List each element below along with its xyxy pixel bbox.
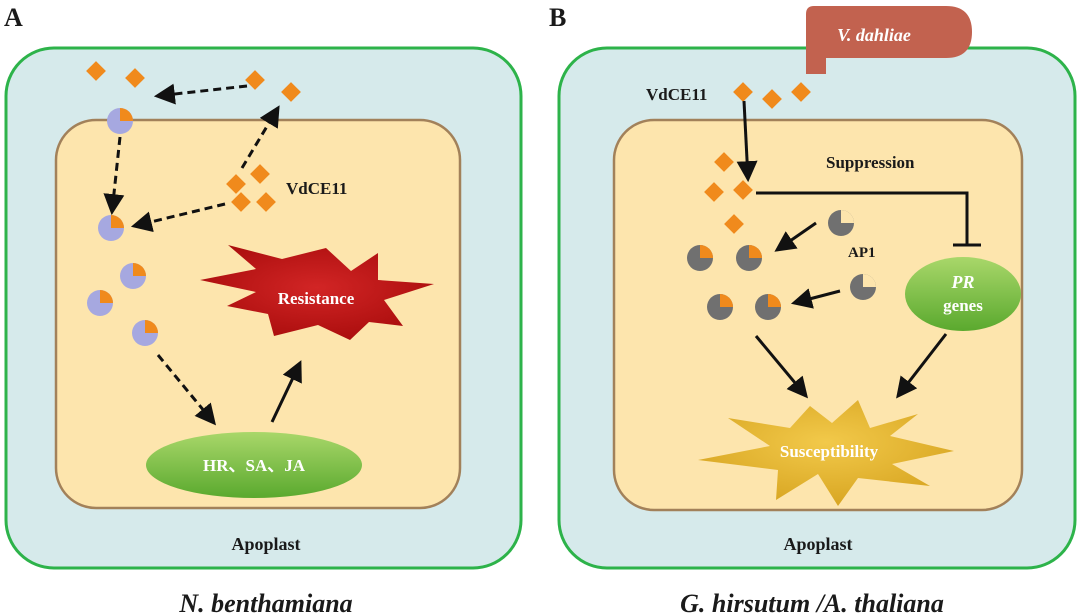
effector-label-a: VdCE11 (286, 179, 347, 198)
panel-a-letter: A (4, 3, 23, 32)
dashed-arrows-a (103, 83, 280, 426)
apoplast-label-b: Apoplast (783, 534, 852, 554)
panel-b: B V. dahliae VdCE11 Suppression (549, 3, 1077, 616)
suppression-line (756, 191, 969, 244)
effector-label-b: VdCE11 (646, 85, 707, 104)
panel-a: A VdC (4, 3, 523, 616)
receptors-b (687, 210, 876, 320)
receptors-a (87, 108, 158, 346)
entry-arrow (736, 100, 758, 183)
suppression-label: Suppression (826, 153, 915, 172)
ap1-label: AP1 (848, 245, 876, 261)
panel-b-letter: B (549, 3, 566, 32)
outcome-label-b: Susceptibility (780, 442, 879, 461)
defense-response-ellipse (146, 432, 362, 498)
response-label-a: HR、SA、JA (203, 456, 306, 475)
pr-genes-ellipse (905, 257, 1021, 331)
susceptibility-burst (698, 400, 954, 506)
apoplast-label-a: Apoplast (231, 534, 300, 554)
resistance-burst (200, 245, 434, 340)
pr-gene-symbol: PR (950, 272, 974, 292)
pathogen-shape (806, 6, 972, 74)
cytoplasm-a (54, 118, 462, 510)
solid-arrow-a (270, 360, 302, 423)
species-label-a: N. benthamiana (178, 589, 352, 616)
pathogen-label: V. dahliae (837, 25, 911, 45)
effector-diamonds-a (86, 61, 301, 212)
genes-label: genes (943, 296, 983, 315)
binding-arrows (754, 221, 948, 399)
cytoplasm-b (612, 118, 1024, 512)
species-label-b: G. hirsutum /A. thaliana (680, 589, 944, 616)
outcome-label-a: Resistance (278, 289, 355, 308)
